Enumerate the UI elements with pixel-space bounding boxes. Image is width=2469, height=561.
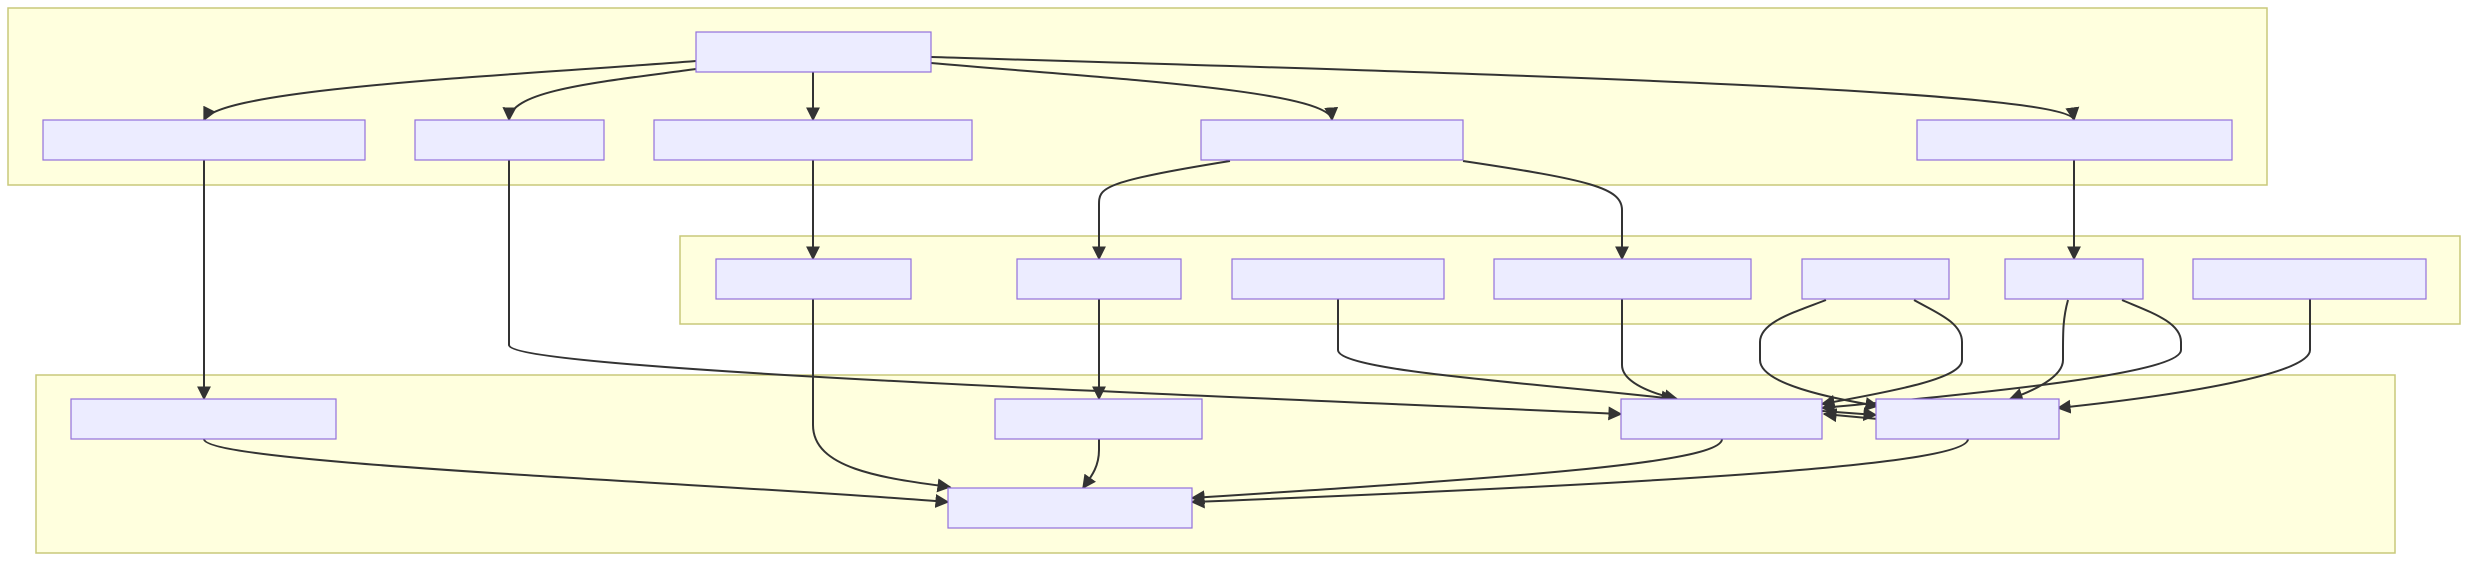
node-t4[interactable] bbox=[1200, 119, 1464, 161]
edges bbox=[197, 56, 2311, 509]
edge-root-t2 bbox=[502, 68, 697, 122]
edge-m3-b3 bbox=[1337, 299, 1676, 405]
node-m1[interactable] bbox=[715, 258, 912, 300]
node-t1[interactable] bbox=[42, 119, 366, 161]
edge-m1-b5 bbox=[812, 299, 952, 493]
edge-b3-b5 bbox=[1190, 438, 1723, 505]
node-b1[interactable] bbox=[70, 398, 337, 440]
node-m6[interactable] bbox=[2004, 258, 2144, 300]
clusters bbox=[7, 7, 2461, 554]
edge-t2-b3 bbox=[508, 160, 1623, 421]
node-t2[interactable] bbox=[414, 119, 605, 161]
node-b4[interactable] bbox=[1875, 398, 2060, 440]
node-m2[interactable] bbox=[1016, 258, 1182, 300]
edge-b4-b5 bbox=[1190, 438, 1969, 509]
edge-m5-b4 bbox=[1759, 299, 1880, 411]
edge-m6-b4 bbox=[2008, 299, 2069, 402]
node-m4[interactable] bbox=[1493, 258, 1752, 300]
cluster-top bbox=[7, 7, 2268, 186]
edge-b1-b5 bbox=[203, 438, 950, 508]
edge-b2-b5 bbox=[1082, 439, 1100, 490]
node-m3[interactable] bbox=[1231, 258, 1445, 300]
node-m7[interactable] bbox=[2192, 258, 2427, 300]
edge-t4-m4 bbox=[1462, 160, 1629, 261]
node-b2[interactable] bbox=[994, 398, 1203, 440]
edge-root-t1 bbox=[203, 60, 697, 122]
edge-m7-b4 bbox=[2056, 299, 2311, 414]
node-b5[interactable] bbox=[947, 487, 1193, 529]
edge-t4-m2 bbox=[1092, 160, 1231, 261]
edge-root-t5 bbox=[930, 56, 2080, 122]
edge-root-t4 bbox=[930, 62, 1339, 122]
node-b3[interactable] bbox=[1620, 398, 1823, 440]
nodes bbox=[42, 31, 2427, 529]
node-m5[interactable] bbox=[1801, 258, 1950, 300]
node-root[interactable] bbox=[695, 31, 932, 73]
edge-b4-b3 bbox=[1822, 408, 1879, 423]
node-t5[interactable] bbox=[1916, 119, 2233, 161]
edge-m5-b3 bbox=[1820, 299, 1963, 409]
edge-m4-b3 bbox=[1621, 299, 1679, 404]
edge-m6-b3 bbox=[1820, 299, 2182, 414]
node-t3[interactable] bbox=[653, 119, 973, 161]
